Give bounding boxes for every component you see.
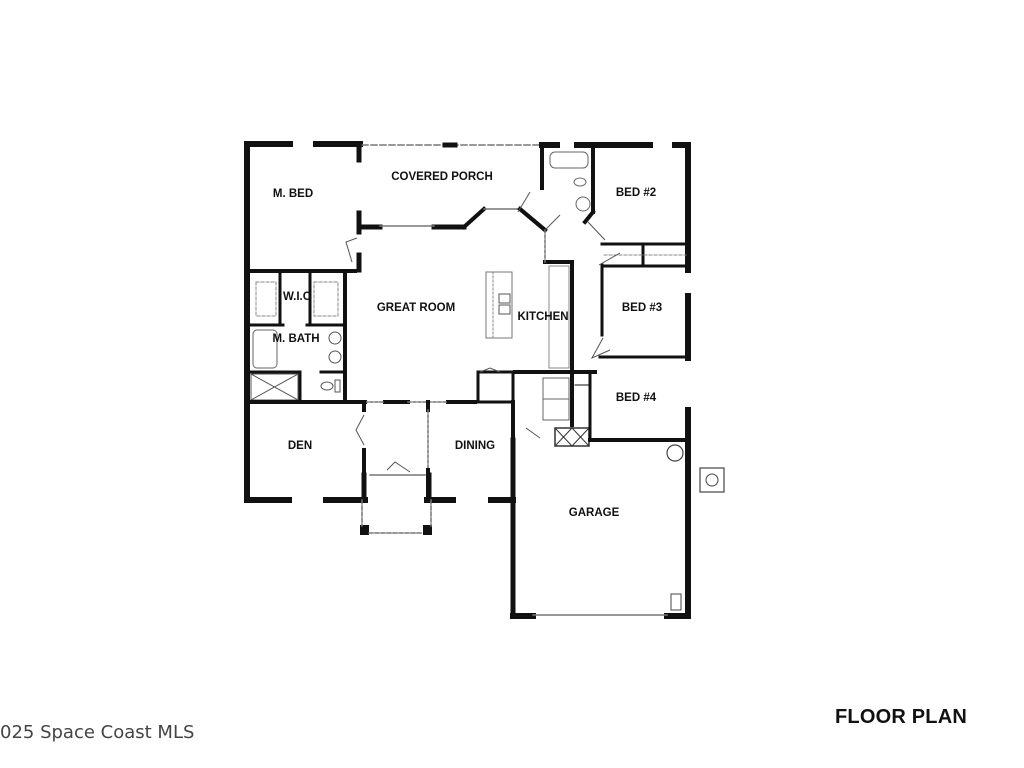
room-label-covered-porch: COVERED PORCH bbox=[391, 171, 493, 183]
copyright-watermark: 025 Space Coast MLS bbox=[0, 722, 195, 743]
room-label-great-room: GREAT ROOM bbox=[376, 302, 456, 314]
floor-plan-title: FLOOR PLAN bbox=[835, 706, 967, 728]
room-label-kitchen: KITCHEN bbox=[517, 311, 569, 323]
room-label-garage: GARAGE bbox=[568, 507, 620, 519]
room-label-bed-4: BED #4 bbox=[615, 392, 657, 404]
room-label-wic: W.I.C bbox=[282, 291, 312, 303]
room-label-m-bath: M. BATH bbox=[272, 333, 320, 345]
room-label-dining: DINING bbox=[454, 440, 496, 452]
room-label-bed-3: BED #3 bbox=[621, 302, 663, 314]
door-swings bbox=[345, 191, 621, 473]
interior-walls bbox=[245, 141, 690, 502]
exterior-walls bbox=[244, 141, 691, 619]
room-label-bed-2: BED #2 bbox=[615, 187, 657, 199]
garage-fixtures bbox=[666, 444, 725, 611]
room-label-m-bed: M. BED bbox=[272, 188, 314, 200]
room-label-den: DEN bbox=[287, 440, 313, 452]
